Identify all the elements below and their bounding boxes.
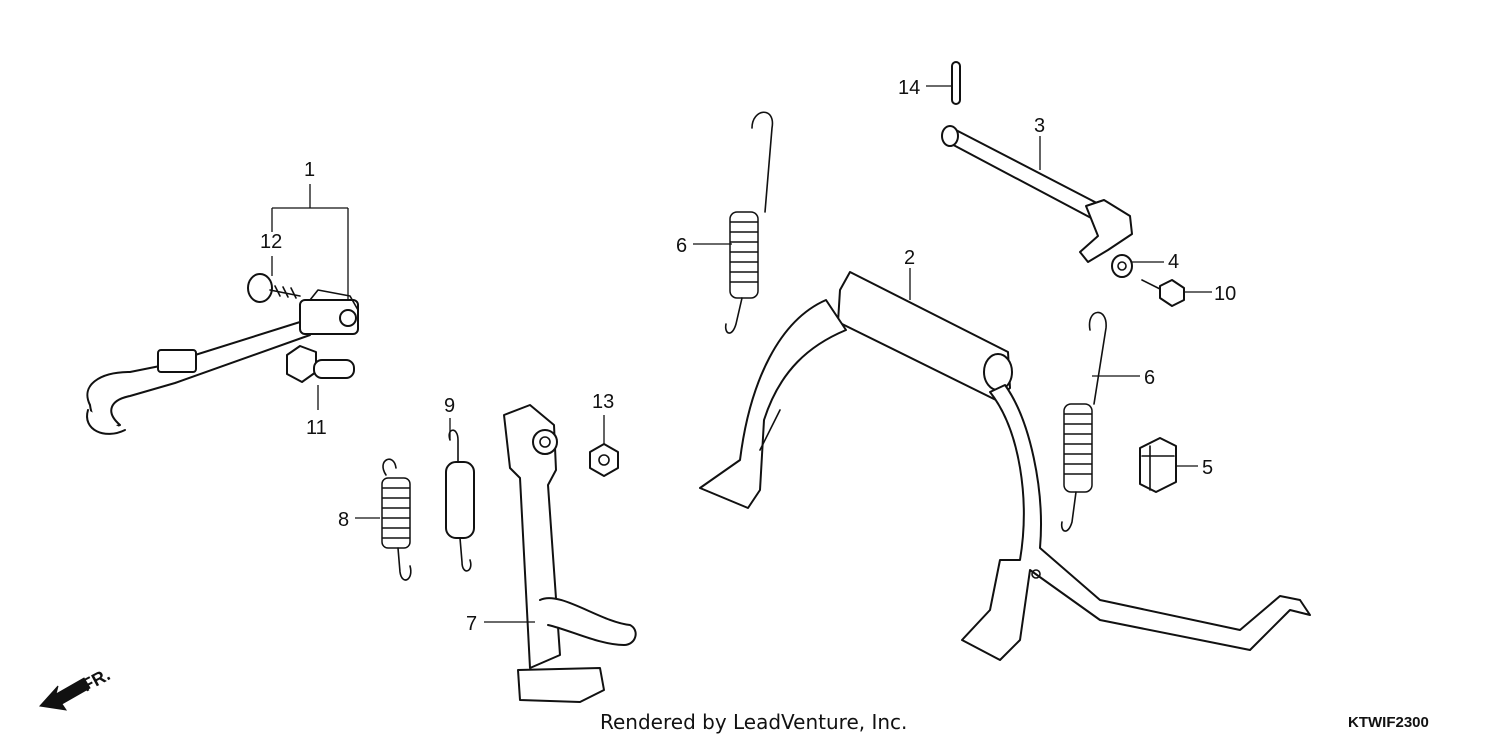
callout-6-left: 6 bbox=[676, 235, 687, 257]
callout-13: 13 bbox=[592, 391, 614, 413]
callout-1: 1 bbox=[304, 159, 315, 181]
pivot-bolt-part-11[interactable] bbox=[286, 345, 355, 383]
bolt-part-10[interactable] bbox=[1141, 279, 1185, 307]
spring-part-6-right[interactable] bbox=[1060, 311, 1107, 532]
stand-shaft-part-3[interactable] bbox=[941, 125, 1133, 263]
nut-part-13[interactable] bbox=[589, 443, 619, 477]
callout-14: 14 bbox=[898, 77, 920, 99]
front-direction-arrow: FR. bbox=[39, 664, 113, 711]
washer-part-4[interactable] bbox=[1111, 254, 1133, 278]
callout-4: 4 bbox=[1168, 251, 1179, 273]
diagram-code: KTWIF2300 bbox=[1348, 714, 1429, 731]
callout-7: 7 bbox=[466, 613, 477, 635]
callout-9: 9 bbox=[444, 395, 455, 417]
spring-part-8[interactable] bbox=[381, 458, 412, 581]
arrow-left-icon bbox=[39, 677, 91, 711]
callout-8: 8 bbox=[338, 509, 349, 531]
footer-credit: Rendered by LeadVenture, Inc. bbox=[600, 710, 908, 734]
spring-part-9[interactable] bbox=[445, 429, 475, 572]
side-stand-part-7[interactable] bbox=[503, 404, 637, 703]
spring-part-6-left[interactable] bbox=[724, 111, 774, 334]
side-stand-switch[interactable] bbox=[86, 289, 359, 435]
callout-5: 5 bbox=[1202, 457, 1213, 479]
callout-12: 12 bbox=[260, 231, 282, 253]
leader-lines bbox=[271, 85, 1212, 623]
callout-6-right: 6 bbox=[1144, 367, 1155, 389]
stopper-part-5[interactable] bbox=[1139, 437, 1177, 493]
callout-2: 2 bbox=[904, 247, 915, 269]
pin-part-14[interactable] bbox=[951, 61, 961, 105]
callout-3: 3 bbox=[1034, 115, 1045, 137]
main-stand-part-2[interactable] bbox=[699, 271, 1311, 661]
callout-10: 10 bbox=[1214, 283, 1236, 305]
screw-part-12[interactable] bbox=[247, 273, 301, 303]
callout-11: 11 bbox=[306, 417, 327, 439]
